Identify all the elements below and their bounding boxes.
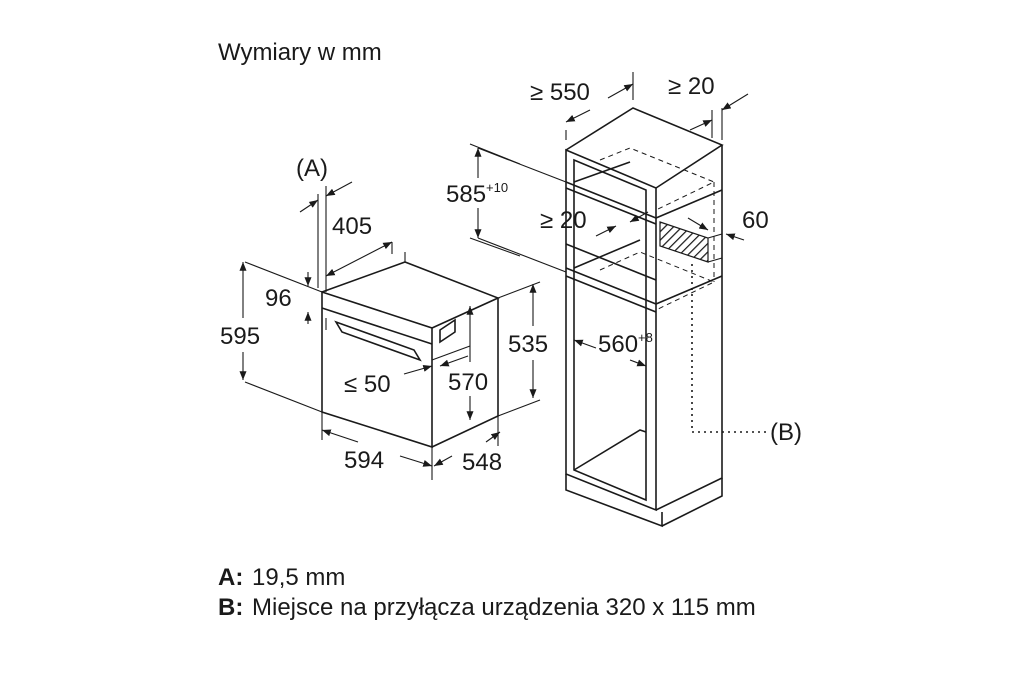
dim-594: 594 bbox=[344, 447, 384, 474]
dim-96: 96 bbox=[265, 285, 292, 312]
legend-item-a: A: 19,5 mm bbox=[218, 563, 812, 593]
cabinet-plinth bbox=[565, 474, 663, 528]
dim-le50: ≤ 50 bbox=[344, 371, 391, 398]
dim-405: 405 bbox=[332, 213, 372, 240]
dim-a-label: (A) bbox=[296, 155, 328, 182]
dim-ge20-top: ≥ 20 bbox=[668, 73, 715, 100]
title-text: Wymiary w mm bbox=[218, 39, 382, 66]
legend: A: 19,5 mm B: Miejsce na przyłącza urząd… bbox=[218, 563, 812, 623]
oven-handle bbox=[334, 320, 422, 362]
oven-panel-line bbox=[321, 307, 433, 345]
dim-535: 535 bbox=[508, 331, 548, 358]
legend-text: 19,5 mm bbox=[252, 564, 346, 591]
oven-front bbox=[321, 290, 433, 449]
dim-548: 548 bbox=[462, 449, 502, 476]
oven-side-recess bbox=[439, 318, 456, 344]
cabinet-inner-frame bbox=[573, 158, 647, 502]
dim-570: 570 bbox=[448, 369, 488, 396]
dim-560: 560+8 bbox=[598, 330, 653, 358]
legend-key: B: bbox=[218, 594, 244, 621]
dim-b-label: (B) bbox=[770, 419, 802, 446]
b-leader-line bbox=[691, 264, 766, 433]
cabinet-side bbox=[655, 145, 723, 511]
dim-60: 60 bbox=[742, 207, 769, 234]
cabinet-top bbox=[565, 107, 724, 189]
dim-585: 585+10 bbox=[446, 180, 508, 208]
legend-item-b: B: Miejsce na przyłącza urządzenia 320 x… bbox=[218, 593, 812, 623]
cabinet-drawing bbox=[565, 107, 724, 528]
connection-area-hatch bbox=[659, 221, 709, 263]
dim-595: 595 bbox=[220, 323, 260, 350]
oven-drawing bbox=[244, 252, 541, 449]
legend-text: Miejsce na przyłącza urządzenia 320 x 11… bbox=[252, 594, 756, 621]
dim-ge550: ≥ 550 bbox=[530, 79, 590, 106]
oven-top bbox=[321, 261, 501, 329]
legend-key: A: bbox=[218, 564, 244, 591]
dim-ge20-mid: ≥ 20 bbox=[540, 207, 587, 234]
